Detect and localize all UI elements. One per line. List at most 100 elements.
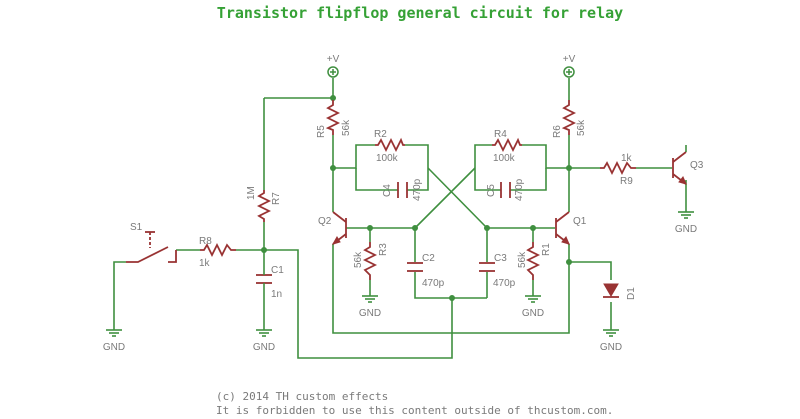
q3-name: Q3 xyxy=(690,160,704,171)
wire xyxy=(474,168,501,191)
ground-symbol: GND xyxy=(522,295,544,319)
capacitor-c1: C1 1n xyxy=(256,262,284,300)
resistor-r9: 1k R9 xyxy=(600,153,636,187)
junction-dot xyxy=(566,259,572,265)
q1-name: Q1 xyxy=(573,216,587,227)
ground-label: GND xyxy=(600,342,622,353)
wires xyxy=(113,78,687,359)
power-symbol-right: +V xyxy=(563,54,576,78)
r9-value: 1k xyxy=(621,153,633,164)
power-label: +V xyxy=(563,54,576,65)
ground-label: GND xyxy=(253,342,275,353)
c2-value: 470p xyxy=(422,278,445,289)
transistor-q1: Q1 xyxy=(555,211,587,245)
capacitor-c2: C2 470p xyxy=(407,253,445,289)
c1-name: C1 xyxy=(271,265,284,276)
wire xyxy=(522,144,569,169)
resistor-r1: 56k R1 xyxy=(517,242,552,280)
power-label: +V xyxy=(327,54,340,65)
c4-name: C4 xyxy=(382,184,393,197)
ground-symbol: GND xyxy=(675,211,697,235)
c3-name: C3 xyxy=(494,253,507,264)
c5-name: C5 xyxy=(486,184,497,197)
capacitor-c5: C5 470p xyxy=(486,178,525,201)
r1-value: 56k xyxy=(517,251,528,268)
transistor-q2: Q2 xyxy=(318,211,347,245)
wire xyxy=(264,249,453,359)
c2-name: C2 xyxy=(422,253,435,264)
r7-value: 1M xyxy=(246,186,257,200)
r4-value: 100k xyxy=(493,153,516,164)
ground-symbol: GND xyxy=(103,329,125,353)
c5-value: 470p xyxy=(514,178,525,201)
wire xyxy=(405,144,429,168)
switch-s1: S1 xyxy=(126,222,177,263)
r6-value: 56k xyxy=(576,119,587,136)
r7-name: R7 xyxy=(271,192,282,205)
disclaimer-text: It is forbidden to use this content outs… xyxy=(216,404,613,417)
r4-name: R4 xyxy=(494,129,507,140)
junction-dot xyxy=(330,165,336,171)
resistor-r8: R8 1k xyxy=(199,236,236,269)
c3-value: 470p xyxy=(493,278,516,289)
r3-name: R3 xyxy=(378,243,389,256)
r8-name: R8 xyxy=(199,236,212,247)
ground-label: GND xyxy=(522,308,544,319)
wire xyxy=(474,144,492,168)
q2-name: Q2 xyxy=(318,216,332,227)
r1-name: R1 xyxy=(541,243,552,256)
junction-dot xyxy=(412,225,418,231)
r6-name: R6 xyxy=(552,125,563,138)
junction-dot xyxy=(484,225,490,231)
ground-symbol: GND xyxy=(253,329,275,353)
resistor-r3: 56k R3 xyxy=(353,242,389,280)
r2-value: 100k xyxy=(376,153,399,164)
junction-dot xyxy=(530,225,536,231)
wire xyxy=(427,167,488,229)
wire xyxy=(414,167,476,229)
wire xyxy=(569,261,612,280)
diagram-title: Transistor flipflop general circuit for … xyxy=(217,4,623,22)
ground-label: GND xyxy=(675,224,697,235)
wire xyxy=(355,168,398,191)
resistor-r5: R5 56k xyxy=(316,100,352,138)
resistor-r4: R4 100k xyxy=(492,129,522,164)
ground-label: GND xyxy=(359,308,381,319)
power-symbol-left: +V xyxy=(327,54,340,78)
r9-name: R9 xyxy=(620,176,633,187)
resistor-r7: 1M R7 xyxy=(246,186,282,222)
s1-name: S1 xyxy=(130,222,143,233)
wire xyxy=(407,168,429,191)
capacitor-c4: C4 470p xyxy=(382,178,423,201)
wire xyxy=(333,144,375,169)
c4-value: 470p xyxy=(412,178,423,201)
ground-symbols: GND GND GND GND GND GND xyxy=(103,211,697,353)
ground-symbol: GND xyxy=(600,329,622,353)
junctions xyxy=(261,95,572,301)
r5-name: R5 xyxy=(316,125,327,138)
c1-value: 1n xyxy=(271,289,282,300)
r2-name: R2 xyxy=(374,129,387,140)
d1-name: D1 xyxy=(626,287,637,300)
junction-dot xyxy=(330,95,336,101)
resistor-r6: R6 56k xyxy=(552,100,587,138)
junction-dot xyxy=(367,225,373,231)
wire xyxy=(510,168,547,191)
r3-value: 56k xyxy=(353,251,364,268)
wire xyxy=(332,244,570,334)
resistor-r2: R2 100k xyxy=(374,129,405,164)
capacitor-c3: C3 470p xyxy=(479,253,516,289)
r8-value: 1k xyxy=(199,258,211,269)
junction-dot xyxy=(449,295,455,301)
ground-symbol: GND xyxy=(359,295,381,319)
ground-label: GND xyxy=(103,342,125,353)
junction-dot xyxy=(566,165,572,171)
copyright-text: (c) 2014 TH custom effects xyxy=(216,390,388,403)
diode-d1: D1 xyxy=(603,283,637,300)
wire xyxy=(113,261,126,330)
junction-dot xyxy=(261,247,267,253)
r5-value: 56k xyxy=(341,119,352,136)
transistor-q3: Q3 xyxy=(672,145,704,185)
wire xyxy=(414,272,487,299)
